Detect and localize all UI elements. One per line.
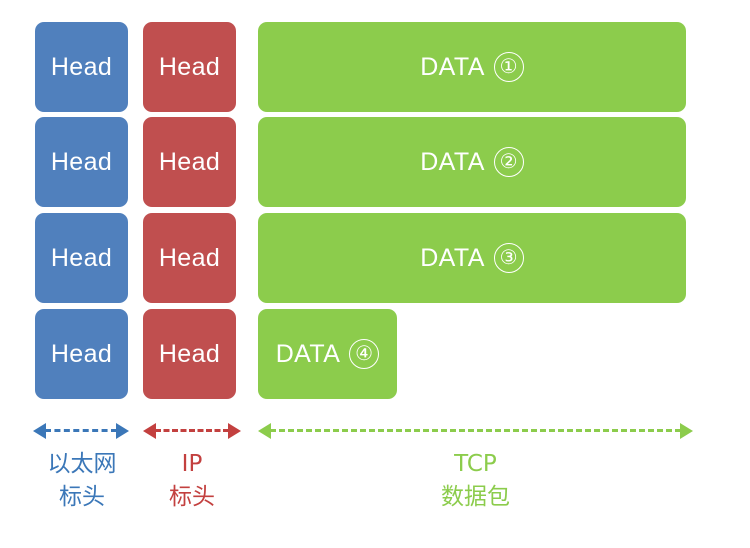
ip-header-label-1: Head (158, 52, 221, 81)
data-payload-box-2: DATA ② (258, 117, 686, 207)
ethernet-caption-line2: 标头 (59, 483, 105, 510)
data-payload-text-4: DATA (275, 339, 341, 368)
ethernet-caption: 以太网 标头 (23, 448, 141, 513)
ip-caption: IP 标头 (141, 448, 243, 513)
tcp-caption-line1: TCP (454, 451, 497, 477)
arrow-left-head-icon-ip (143, 423, 156, 439)
ip-caption-line2: 标头 (169, 483, 215, 510)
dashed-line-tcp (270, 429, 681, 432)
ethernet-header-label-4: Head (50, 339, 113, 368)
ip-header-label-2: Head (158, 147, 221, 176)
tcp-caption: TCP 数据包 (258, 448, 693, 513)
ethernet-header-label-3: Head (50, 243, 113, 272)
ip-header-box-1: Head (143, 22, 236, 112)
ethernet-header-label-2: Head (50, 147, 113, 176)
arrow-right-head-icon-tcp (680, 423, 693, 439)
data-payload-label-4: DATA ④ (276, 339, 380, 369)
ethernet-header-box-4: Head (35, 309, 128, 399)
arrow-left-head-icon-ethernet (33, 423, 46, 439)
data-payload-text-3: DATA (420, 243, 485, 272)
ip-header-label-4: Head (158, 339, 221, 368)
ip-header-box-3: Head (143, 213, 236, 303)
arrow-left-head-icon-tcp (258, 423, 271, 439)
dashed-line-ethernet (45, 429, 117, 432)
ethernet-header-box-2: Head (35, 117, 128, 207)
ethernet-header-label-1: Head (50, 52, 113, 81)
ethernet-measure-arrow (33, 422, 129, 440)
dashed-line-ip (155, 429, 229, 432)
arrow-right-head-icon-ip (228, 423, 241, 439)
data-payload-text-2: DATA (420, 147, 485, 176)
data-payload-box-4: DATA ④ (258, 309, 397, 399)
ip-header-box-4: Head (143, 309, 236, 399)
ethernet-header-box-3: Head (35, 213, 128, 303)
data-payload-label-3: DATA ③ (420, 243, 524, 273)
circled-number-icon-1: ① (493, 52, 524, 82)
tcp-caption-line2: 数据包 (441, 483, 510, 510)
data-payload-text-1: DATA (420, 52, 485, 81)
circled-number-icon-3: ③ (493, 243, 524, 273)
ip-measure-arrow (143, 422, 241, 440)
ethernet-header-box-1: Head (35, 22, 128, 112)
data-payload-box-1: DATA ① (258, 22, 686, 112)
circled-number-icon-2: ② (493, 147, 524, 177)
circled-number-icon-4: ④ (349, 339, 380, 369)
arrow-right-head-icon-ethernet (116, 423, 129, 439)
tcp-measure-arrow (258, 422, 693, 440)
data-payload-label-2: DATA ② (420, 147, 524, 177)
data-payload-box-3: DATA ③ (258, 213, 686, 303)
ip-header-box-2: Head (143, 117, 236, 207)
data-payload-label-1: DATA ① (420, 52, 524, 82)
ip-header-label-3: Head (158, 243, 221, 272)
ip-caption-line1: IP (181, 451, 203, 477)
ethernet-caption-line1: 以太网 (47, 451, 117, 477)
